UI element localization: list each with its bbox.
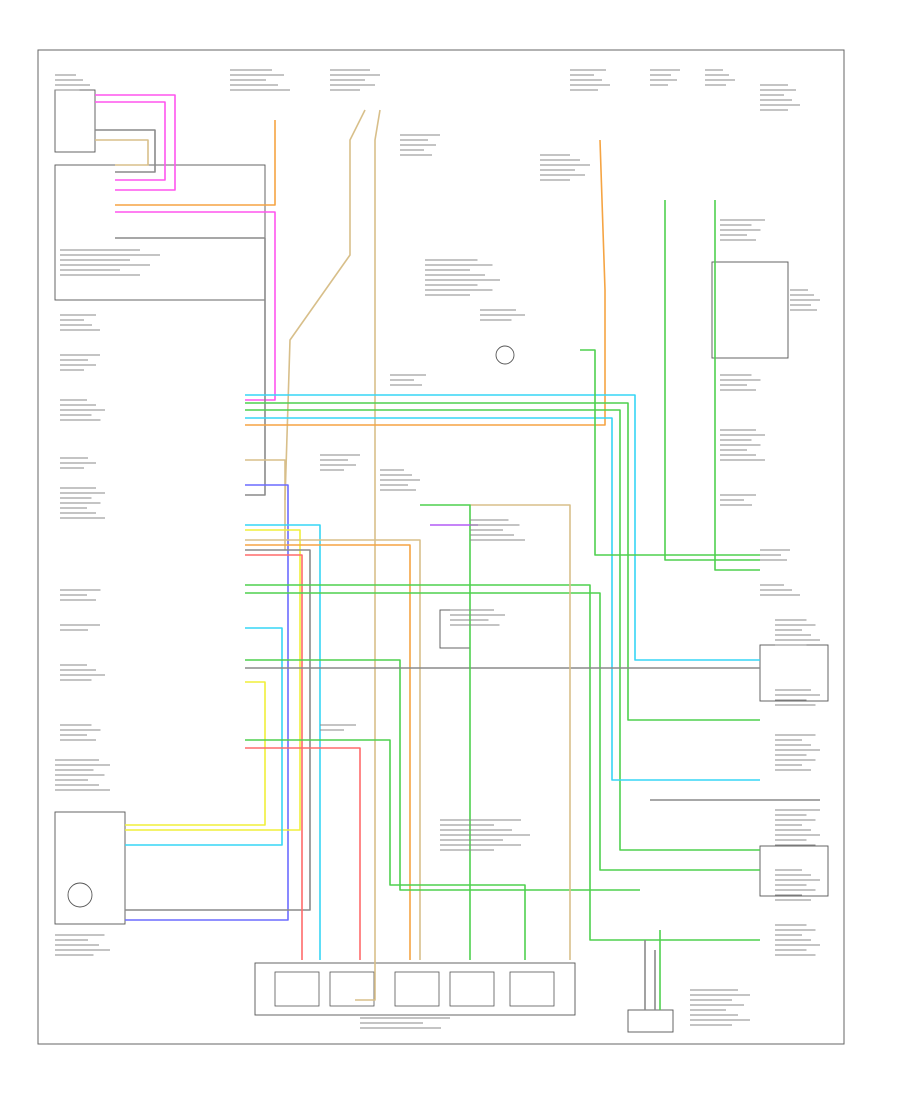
bottom-connector-box [254, 962, 576, 1016]
wire-tan-21 [245, 539, 421, 960]
wire-orange-22 [245, 544, 411, 960]
bottom-component-4 [449, 971, 495, 1007]
wire-green-16 [714, 200, 760, 571]
sensor-circle [67, 882, 93, 908]
wire-pink-0 [95, 94, 176, 191]
diagram-labels [55, 69, 820, 1029]
bottom-component-1 [274, 971, 320, 1007]
wire-cyan-27 [125, 627, 283, 846]
bottom-component-3 [394, 971, 440, 1007]
wire-green-15 [664, 200, 760, 561]
lower-left-sensor-box [54, 811, 126, 925]
wire-red-32 [245, 747, 361, 960]
wire-tan-8 [355, 109, 381, 1001]
bottom-component-2 [329, 971, 375, 1007]
wire-yellow-20 [125, 529, 301, 831]
wire-cyan-10 [245, 394, 760, 661]
wire-tan-33 [470, 504, 571, 960]
wire-cyan-19 [245, 524, 321, 960]
right-lower-box [759, 845, 829, 897]
wire-pink-5 [115, 211, 276, 401]
wire-red-24 [245, 554, 303, 960]
wire-green-28 [245, 659, 640, 891]
wire-gray-23 [125, 549, 311, 911]
wire-harness [95, 94, 820, 1010]
wire-tan-3 [95, 139, 149, 166]
wire-yellow-30 [125, 681, 266, 826]
bottom-component-slots [274, 971, 555, 1007]
wire-cyan-13 [245, 417, 760, 781]
blend-door-motor [495, 345, 515, 365]
wire-tan-17 [245, 459, 286, 550]
wire-green-34 [420, 504, 471, 960]
wire-green-31 [245, 739, 526, 960]
bottom-component-5 [509, 971, 555, 1007]
wire-green-26 [245, 592, 760, 871]
bottom-right-sensor-box [627, 1009, 674, 1033]
wire-pink-1 [95, 101, 166, 181]
central-actuator-box [439, 609, 471, 649]
left-module-box [54, 164, 266, 301]
wire-orange-4 [115, 120, 276, 206]
right-resistor-box [711, 261, 789, 359]
wire-blue-18 [125, 484, 289, 921]
diagram-frame [37, 49, 845, 1045]
right-control-box [759, 644, 829, 702]
wire-green-11 [245, 402, 760, 721]
wire-green-14 [580, 349, 760, 556]
wire-green-12 [245, 409, 760, 851]
wire-gray-2 [95, 129, 156, 173]
wire-gray-6 [115, 237, 266, 496]
wire-orange-9 [245, 139, 606, 426]
wire-tan-7 [284, 109, 366, 501]
top-left-relay-box [54, 89, 96, 153]
wire-green-25 [245, 584, 760, 941]
